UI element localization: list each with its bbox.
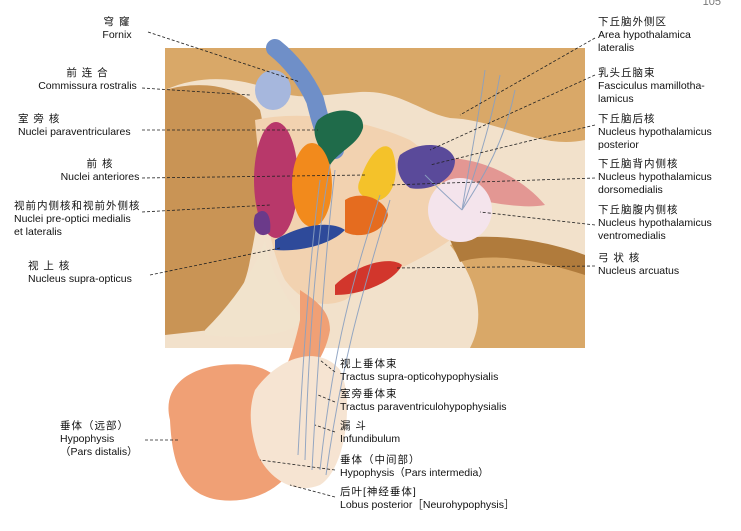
label-preoptic-cn: 视前内侧核和视前外侧核 (14, 200, 141, 212)
commissura-shape (255, 70, 291, 110)
page-number: 105 (702, 0, 721, 8)
label-commissura: 前 连 合 Commissura rostralis (30, 67, 145, 93)
label-paraventriculo-tract-la: Tractus paraventriculohypophysialis (340, 401, 507, 413)
label-pars-intermedia-la: Hypophysis（Pars intermedia） (340, 467, 489, 479)
leader-lines (141, 31, 596, 498)
label-commissura-la: Commissura rostralis (38, 80, 137, 92)
label-supraoptic-la: Nucleus supra-opticus (28, 273, 132, 285)
magenta-nucleus (254, 122, 298, 238)
label-hypophysis-distalis-la1: Hypophysis (60, 433, 115, 445)
label-lateral-area-la2: lateralis (598, 42, 635, 54)
label-dorsomedial-la2: dorsomedialis (598, 184, 663, 196)
label-arcuate-cn: 弓 状 核 (598, 252, 641, 264)
label-posterior-la2: posterior (598, 139, 639, 151)
label-dorsomedial-cn: 下丘脑背内侧核 (598, 158, 679, 170)
label-pars-intermedia-cn: 垂体（中间部） (340, 454, 421, 466)
label-preoptic-la2: et lateralis (14, 226, 62, 238)
brainstem-band (450, 236, 585, 275)
label-hypophysis-distalis-la2: （Pars distalis） (60, 446, 138, 458)
preoptic-nucleus-blue (275, 224, 345, 251)
label-fornix: 穹 窿 Fornix (82, 16, 152, 42)
label-ventromedial: 下丘脑腹内侧核 Nucleus hypothalamicus ventromed… (598, 204, 712, 243)
label-mamillothalamic-cn: 乳头丘脑束 (598, 67, 656, 79)
label-lobus-posterior-la: Lobus posterior［Neurohypophysis］ (340, 499, 515, 511)
label-supraoptico-tract-cn: 视上垂体束 (340, 358, 398, 370)
label-hypophysis-distalis-cn: 垂体（远部） (60, 420, 129, 432)
left-brain-lobe (165, 85, 265, 336)
label-arcuate-la: Nucleus arcuatus (598, 265, 680, 277)
label-fornix-la: Fornix (102, 29, 132, 41)
label-supraoptico-tract: 视上垂体束 Tractus supra-opticohypophysialis (340, 358, 498, 384)
label-anterior: 前 核 Nuclei anteriores (55, 158, 145, 184)
label-pars-intermedia: 垂体（中间部） Hypophysis（Pars intermedia） (340, 454, 489, 480)
label-fornix-cn: 穹 窿 (103, 16, 131, 28)
label-preoptic: 视前内侧核和视前外侧核 Nuclei pre-optici medialis e… (14, 200, 141, 239)
label-lateral-area-cn: 下丘脑外侧区 (598, 16, 667, 28)
label-arcuate: 弓 状 核 Nucleus arcuatus (598, 252, 679, 278)
label-lateral-area-la1: Area hypothalamica (598, 29, 691, 41)
paraventricular-nucleus (314, 110, 364, 165)
label-lateral-area: 下丘脑外侧区 Area hypothalamica lateralis (598, 16, 691, 55)
label-dorsomedial-la1: Nucleus hypothalamicus (598, 171, 712, 183)
label-supraoptico-tract-la: Tractus supra-opticohypophysialis (340, 371, 499, 383)
label-infundibulum-la: Infundibulum (340, 433, 401, 445)
label-paraventriculo-tract-cn: 室旁垂体束 (340, 388, 398, 400)
posterior-nucleus (397, 144, 455, 189)
label-supraoptic: 视 上 核 Nucleus supra-opticus (28, 260, 132, 286)
pituitary-posterior (250, 356, 348, 489)
left-lower-band (205, 240, 305, 337)
label-commissura-cn: 前 连 合 (66, 67, 109, 79)
label-mamillothalamic-la1: Fasciculus mamillotha- (598, 80, 705, 92)
label-infundibulum-cn: 漏 斗 (340, 420, 367, 432)
label-paraventricular: 室 旁 核 Nuclei paraventriculares (18, 113, 131, 139)
label-paraventricular-la: Nuclei paraventriculares (18, 126, 131, 138)
label-paraventriculo-tract: 室旁垂体束 Tractus paraventriculohypophysiali… (340, 388, 507, 414)
anterior-nucleus (358, 146, 396, 200)
label-posterior-cn: 下丘脑后核 (598, 113, 656, 125)
label-posterior: 下丘脑后核 Nucleus hypothalamicus posterior (598, 113, 712, 152)
label-posterior-la1: Nucleus hypothalamicus (598, 126, 712, 138)
label-hypophysis-distalis: 垂体（远部） Hypophysis （Pars distalis） (60, 420, 138, 459)
label-lobus-posterior-cn: 后叶[神经垂体] (340, 486, 417, 498)
label-mamillothalamic: 乳头丘脑束 Fasciculus mamillotha- lamicus (598, 67, 705, 106)
purple-small (253, 211, 271, 236)
label-mamillothalamic-la2: lamicus (598, 93, 634, 105)
label-ventromedial-la1: Nucleus hypothalamicus (598, 217, 712, 229)
label-lobus-posterior: 后叶[神经垂体] Lobus posterior［Neurohypophysis… (340, 486, 515, 512)
label-ventromedial-cn: 下丘脑腹内侧核 (598, 204, 679, 216)
label-preoptic-la1: Nuclei pre-optici medialis (14, 213, 131, 225)
label-infundibulum: 漏 斗 Infundibulum (340, 420, 400, 446)
label-dorsomedial: 下丘脑背内侧核 Nucleus hypothalamicus dorsomedi… (598, 158, 712, 197)
label-anterior-la: Nuclei anteriores (60, 171, 140, 183)
label-supraoptic-cn: 视 上 核 (28, 260, 71, 272)
nerve-fibers (297, 69, 516, 476)
label-anterior-cn: 前 核 (86, 158, 114, 170)
label-ventromedial-la2: ventromedialis (598, 230, 666, 242)
label-paraventricular-cn: 室 旁 核 (18, 113, 61, 125)
orange-nucleus (292, 143, 332, 227)
red-nucleus (335, 261, 402, 295)
